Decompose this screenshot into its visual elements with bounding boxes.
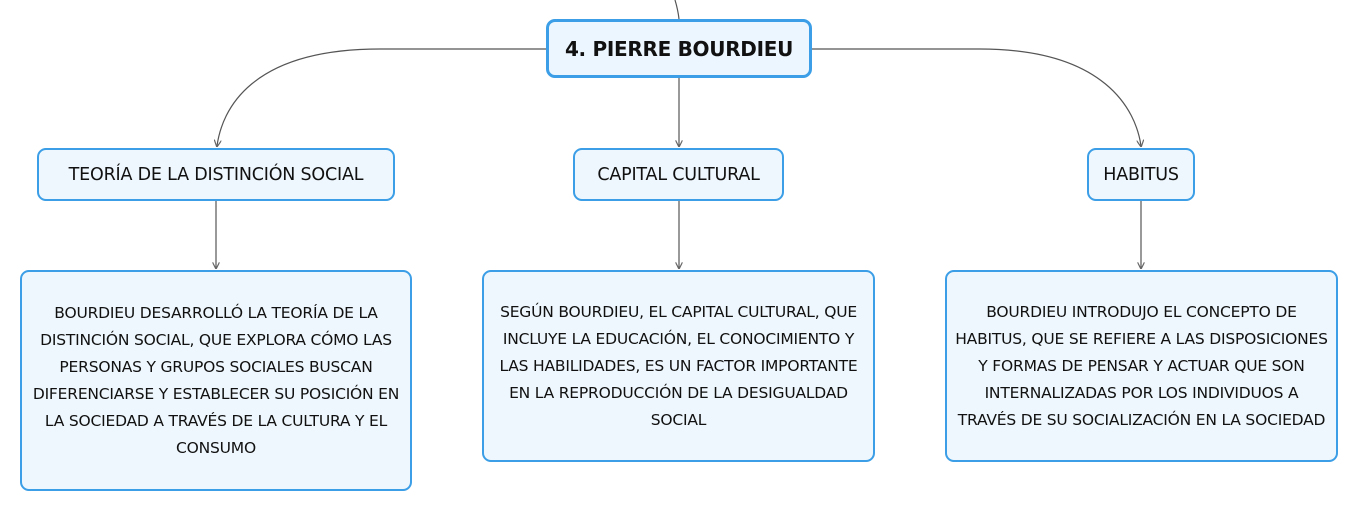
topic-node-distincion-social[interactable]: TEORÍA DE LA DISTINCIÓN SOCIAL [37, 148, 395, 201]
connector-root-topic-3 [812, 48, 1141, 146]
description-text: BOURDIEU INTRODUJO EL CONCEPTO DE HABITU… [955, 302, 1328, 429]
description-node-capital-cultural[interactable]: SEGÚN BOURDIEU, EL CAPITAL CULTURAL, QUE… [482, 270, 875, 462]
root-node-label: 4. PIERRE BOURDIEU [564, 36, 794, 61]
topic-node-capital-cultural[interactable]: CAPITAL CULTURAL [573, 148, 784, 201]
topic-node-label: CAPITAL CULTURAL [597, 164, 760, 185]
description-text: BOURDIEU DESARROLLÓ LA TEORÍA DE LA DIST… [32, 303, 400, 457]
topic-node-label: HABITUS [1103, 164, 1179, 185]
topic-node-label: TEORÍA DE LA DISTINCIÓN SOCIAL [68, 164, 364, 185]
root-node[interactable]: 4. PIERRE BOURDIEU [546, 19, 812, 78]
parent-connector [674, 0, 680, 20]
description-node-habitus[interactable]: BOURDIEU INTRODUJO EL CONCEPTO DE HABITU… [945, 270, 1338, 462]
description-text: SEGÚN BOURDIEU, EL CAPITAL CULTURAL, QUE… [499, 302, 858, 429]
description-node-distincion-social[interactable]: BOURDIEU DESARROLLÓ LA TEORÍA DE LA DIST… [20, 270, 412, 491]
topic-node-habitus[interactable]: HABITUS [1087, 148, 1195, 201]
connector-root-topic-1 [217, 48, 546, 146]
